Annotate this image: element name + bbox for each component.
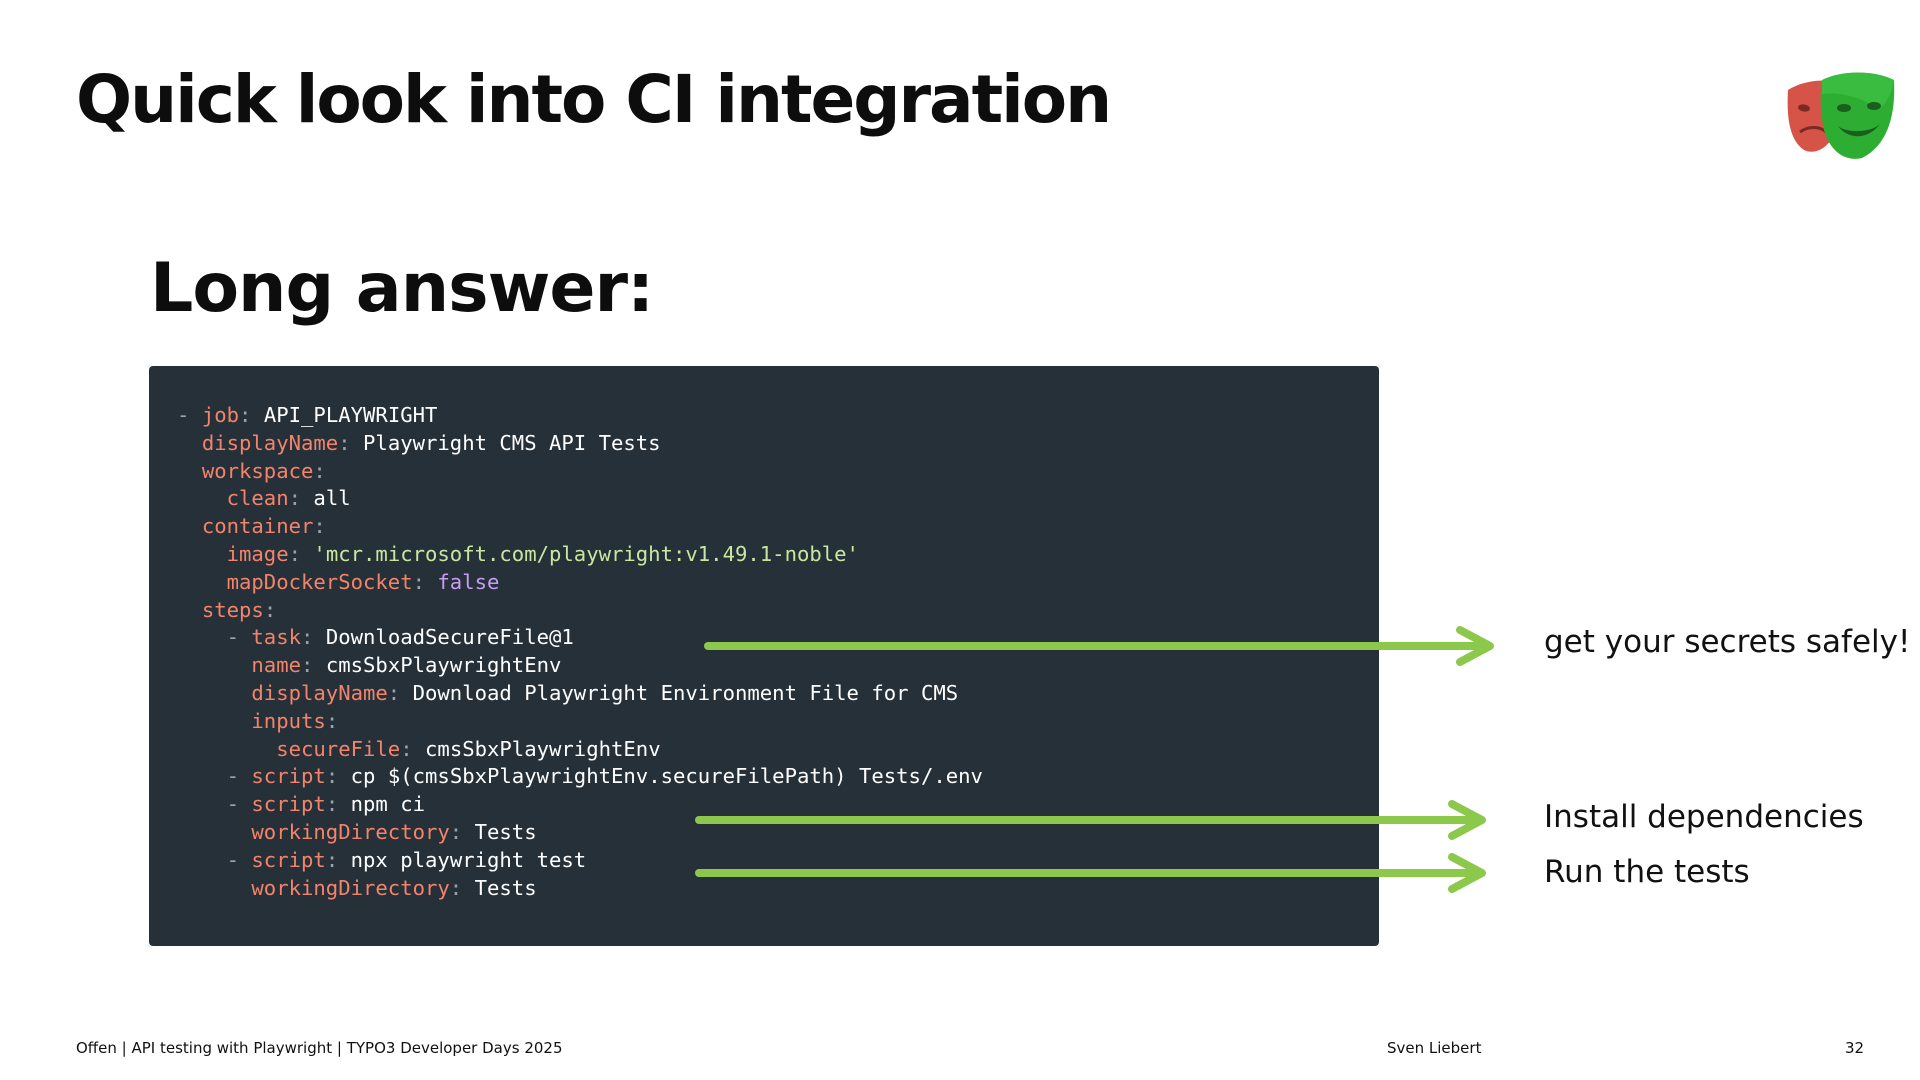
footer-author: Sven Liebert — [1387, 1039, 1482, 1057]
callout-run: Run the tests — [1544, 854, 1750, 890]
code-token: cp $(cmsSbxPlaywrightEnv.secureFilePath)… — [350, 764, 983, 789]
code-token — [177, 486, 227, 510]
code-line: - task: DownloadSecureFile@1 — [177, 624, 983, 652]
code-token: : — [449, 875, 475, 900]
code-token: : — [313, 458, 326, 483]
code-line: - script: npm ci — [177, 791, 983, 819]
code-line: - script: cp $(cmsSbxPlaywrightEnv.secur… — [177, 763, 983, 791]
code-line: - job: API_PLAYWRIGHT — [177, 402, 983, 430]
code-token: script — [251, 792, 326, 817]
code-token: script — [251, 847, 326, 872]
code-token — [177, 653, 251, 677]
code-token: task — [251, 625, 302, 650]
code-token: : — [338, 430, 364, 455]
code-token — [177, 431, 202, 455]
code-token: container — [201, 514, 314, 539]
code-line: - script: npx playwright test — [177, 847, 983, 875]
code-token: clean — [226, 486, 289, 511]
code-token — [177, 737, 276, 761]
code-token: steps — [201, 597, 264, 622]
code-token: - — [177, 847, 252, 872]
code-token: workingDirectory — [251, 875, 450, 900]
code-line: workingDirectory: Tests — [177, 875, 983, 903]
code-line: workingDirectory: Tests — [177, 819, 983, 847]
code-token: workspace — [201, 458, 314, 483]
code-token: : — [449, 819, 475, 844]
code-token: Tests — [474, 819, 537, 844]
code-line: secureFile: cmsSbxPlaywrightEnv — [177, 736, 983, 764]
slide-title: Quick look into CI integration — [76, 61, 1112, 138]
code-token — [177, 570, 227, 594]
code-token: : — [288, 541, 314, 566]
code-token — [177, 542, 227, 566]
code-token: false — [437, 569, 500, 594]
code-token — [177, 459, 202, 483]
code-token: job — [201, 403, 240, 427]
code-token: inputs — [251, 708, 326, 733]
code-token — [177, 681, 251, 705]
code-token: npx playwright test — [350, 847, 587, 872]
code-token: : — [325, 847, 351, 872]
code-line: name: cmsSbxPlaywrightEnv — [177, 652, 983, 680]
code-token: : — [288, 486, 314, 511]
code-line: steps: — [177, 597, 983, 625]
code-token: workingDirectory — [251, 819, 450, 844]
callout-secrets: get your secrets safely! — [1544, 624, 1911, 660]
code-token — [177, 820, 251, 844]
code-token: : — [301, 625, 326, 650]
code-token: cmsSbxPlaywrightEnv — [425, 736, 661, 761]
code-token: 'mcr.microsoft.com/playwright:v1.49.1-no… — [313, 541, 859, 566]
code-line: inputs: — [177, 708, 983, 736]
code-token: Tests — [474, 875, 537, 900]
code-token: : — [313, 514, 326, 539]
code-token: Playwright CMS API Tests — [363, 430, 661, 455]
code-token — [177, 598, 202, 622]
code-token: secureFile — [276, 736, 401, 761]
code-listing: - job: API_PLAYWRIGHT displayName: Playw… — [177, 402, 983, 902]
code-token — [177, 709, 251, 733]
code-token: script — [251, 764, 326, 789]
code-token: - — [177, 403, 202, 427]
code-token: - — [177, 764, 252, 789]
playwright-masks-logo-icon — [1787, 72, 1895, 159]
footer-info: Offen | API testing with Playwright | TY… — [76, 1039, 563, 1057]
code-token: name — [251, 653, 302, 678]
code-token — [177, 514, 202, 538]
code-token: API_PLAYWRIGHT — [263, 403, 438, 427]
code-token: cmsSbxPlaywrightEnv — [325, 653, 562, 678]
page-number: 32 — [1845, 1039, 1865, 1057]
code-token: - — [177, 625, 252, 650]
code-token: : — [263, 597, 277, 622]
code-token: : — [325, 764, 351, 789]
code-token: npm ci — [350, 792, 426, 817]
callout-install: Install dependencies — [1544, 799, 1864, 835]
code-block: - job: API_PLAYWRIGHT displayName: Playw… — [149, 366, 1379, 946]
code-token: : — [387, 680, 413, 705]
code-token: : — [400, 736, 426, 761]
code-token: DownloadSecureFile@1 — [325, 625, 574, 650]
code-token: : — [325, 792, 351, 817]
code-line: mapDockerSocket: false — [177, 569, 983, 597]
code-line: container: — [177, 513, 983, 541]
code-token: : — [325, 708, 339, 733]
code-token: image — [226, 541, 289, 566]
code-token: all — [313, 486, 351, 511]
code-line: displayName: Download Playwright Environ… — [177, 680, 983, 708]
code-token: : — [412, 569, 438, 594]
code-line: workspace: — [177, 458, 983, 486]
code-line: image: 'mcr.microsoft.com/playwright:v1.… — [177, 541, 983, 569]
code-token: mapDockerSocket — [226, 569, 413, 594]
code-token: - — [177, 792, 252, 817]
code-line: clean: all — [177, 485, 983, 513]
subtitle: Long answer: — [150, 249, 654, 328]
code-token: Download Playwright Environment File for… — [412, 680, 959, 705]
code-line: displayName: Playwright CMS API Tests — [177, 430, 983, 458]
code-token: displayName — [201, 430, 339, 455]
code-token: : — [239, 403, 264, 427]
code-token: : — [301, 653, 326, 678]
code-token: displayName — [251, 680, 388, 705]
code-token — [177, 876, 251, 900]
